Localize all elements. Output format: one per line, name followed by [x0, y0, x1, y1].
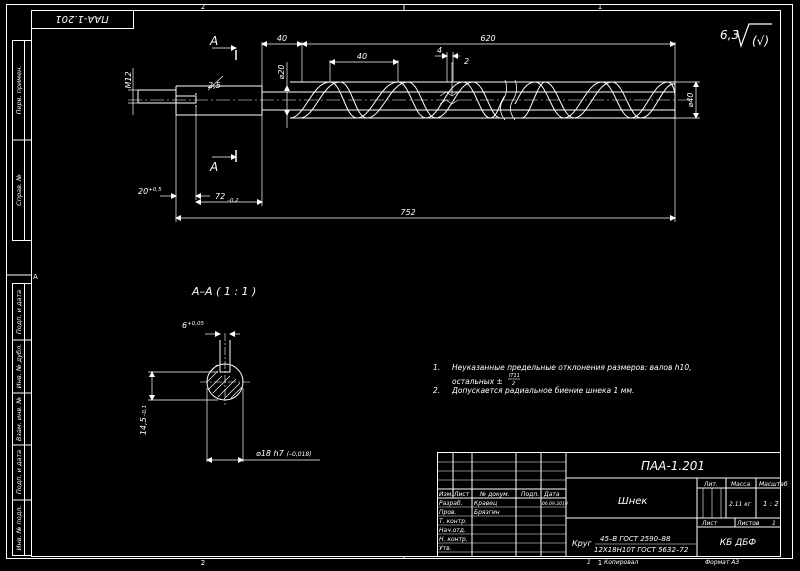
note-1-frac-bottom: 2 [512, 381, 515, 387]
tb-sheet-label: Лист [701, 520, 718, 527]
roughness-suffix: (√) [752, 34, 769, 48]
tb-designation: ПАА-1.201 [641, 459, 705, 473]
tb-sheets-value: 1 [772, 520, 776, 527]
section-aa-view [148, 331, 320, 463]
tb-copied: Копировал [604, 559, 638, 566]
tb-material-bottom: 12Х18Н10Т ГОСТ 5632–72 [594, 546, 689, 554]
section-title: А–А ( 1 : 1 ) [191, 285, 256, 298]
tb-col-list: Лист [453, 491, 470, 498]
tb-copied-num: 1 [587, 559, 591, 566]
section-dim-6: 6+0,05 [182, 321, 204, 330]
tb-scale-value: 1 : 2 [763, 500, 779, 508]
strip-label-podp-2: Подп. и дата [15, 450, 23, 494]
tb-org: КБ ДБФ [720, 538, 757, 548]
dim-dia40: ⌀40 [686, 93, 695, 108]
zone-left-a: A [33, 273, 38, 281]
strip-label-inv-podl: Инв. № подл. [15, 506, 23, 551]
roughness-symbol: 6,3 (√) [720, 23, 772, 49]
dim-chamfer: 2,5 [208, 81, 221, 90]
left-strip [12, 40, 32, 556]
zone-top-1: 1 [598, 3, 602, 11]
dim-20: 20+0,5 [138, 187, 162, 196]
tb-row-tkontr: Т. контр. [439, 518, 467, 525]
strip-label-sprav: Справ. № [15, 174, 23, 206]
zone-bottom-1: 1 [598, 559, 602, 566]
dim-m12: M12 [124, 71, 133, 88]
strip-label-vzam: Взам. инв. № [15, 397, 23, 441]
auger-main-view [128, 79, 690, 121]
dim-72: 72–0,2 [215, 192, 239, 204]
section-mark-top: A [209, 34, 218, 48]
tb-material-prefix: Круг [572, 539, 592, 548]
zone-top-2: 2 [201, 3, 205, 11]
tb-col-izm: Изм. [439, 491, 453, 498]
strip-label-perv: Перв. примен. [15, 66, 23, 115]
tb-razrab-name: Кравец [474, 500, 497, 507]
upside-designation: ПАА-1.201 [55, 13, 108, 24]
note-1-line1: Неуказанные предельные отклонения размер… [452, 363, 692, 372]
tb-row-prov: Пров. [439, 509, 457, 516]
strip-label-podp-1: Подп. и дата [15, 290, 23, 334]
note-2-text: Допускается радиальное биение шнека 1 мм… [451, 386, 634, 395]
tb-row-razrab: Разраб. [439, 500, 463, 507]
dim-620: 620 [480, 34, 495, 43]
dim-4: 4 [437, 46, 442, 55]
tb-material-top: 45–В ГОСТ 2590–88 [600, 535, 671, 543]
tb-row-nkontr: Н. контр. [439, 536, 468, 543]
dim-2: 2 [464, 57, 469, 66]
tb-sheets-label: Листов [736, 520, 760, 527]
tb-scale-label: Масштаб [759, 481, 788, 488]
strip-label-inv-dubl: Инв. № дубл. [15, 344, 23, 388]
technical-notes: 1. Неуказанные предельные отклонения раз… [433, 363, 692, 395]
section-dim-dia18: ⌀18 h7(–0,018) [256, 449, 312, 458]
tb-mass-value: 2.11 кг [729, 501, 752, 508]
tb-row-nach: Нач.отд. [439, 527, 466, 534]
note-2-num: 2. [433, 386, 440, 395]
section-mark-bottom: A [209, 160, 218, 174]
tb-mass-label: Масса [731, 481, 750, 488]
tb-lit-label: Лит. [703, 481, 718, 488]
note-1-num: 1. [433, 363, 440, 372]
tb-col-date: Дата [543, 491, 560, 498]
section-dim-14-5: 14,5–0,1 [139, 405, 148, 435]
tb-prov-name: Брязгин [474, 509, 500, 516]
dim-752: 752 [400, 208, 415, 217]
zone-bottom-2: 2 [201, 559, 205, 566]
title-block [437, 452, 781, 557]
dim-40-pitch: 40 [357, 52, 367, 61]
tb-format: Формат А3 [705, 559, 739, 566]
tb-name: Шнек [618, 496, 647, 507]
dim-dia20: ⌀20 [277, 65, 286, 80]
tb-razrab-date: 06.09.2019 [542, 501, 568, 507]
tb-row-utv: Утв. [439, 545, 452, 552]
tb-col-sign: Подп. [521, 491, 539, 498]
tb-col-doc: № докум. [479, 491, 510, 498]
note-1-line2: остальных ± [452, 377, 503, 386]
roughness-value: 6,3 [720, 28, 739, 42]
note-1-frac-top: IT11 [509, 373, 520, 379]
dim-40-left: 40 [277, 34, 287, 43]
upside-designation-box: ПАА-1.201 [31, 10, 134, 29]
main-view-dimensions [128, 41, 700, 222]
